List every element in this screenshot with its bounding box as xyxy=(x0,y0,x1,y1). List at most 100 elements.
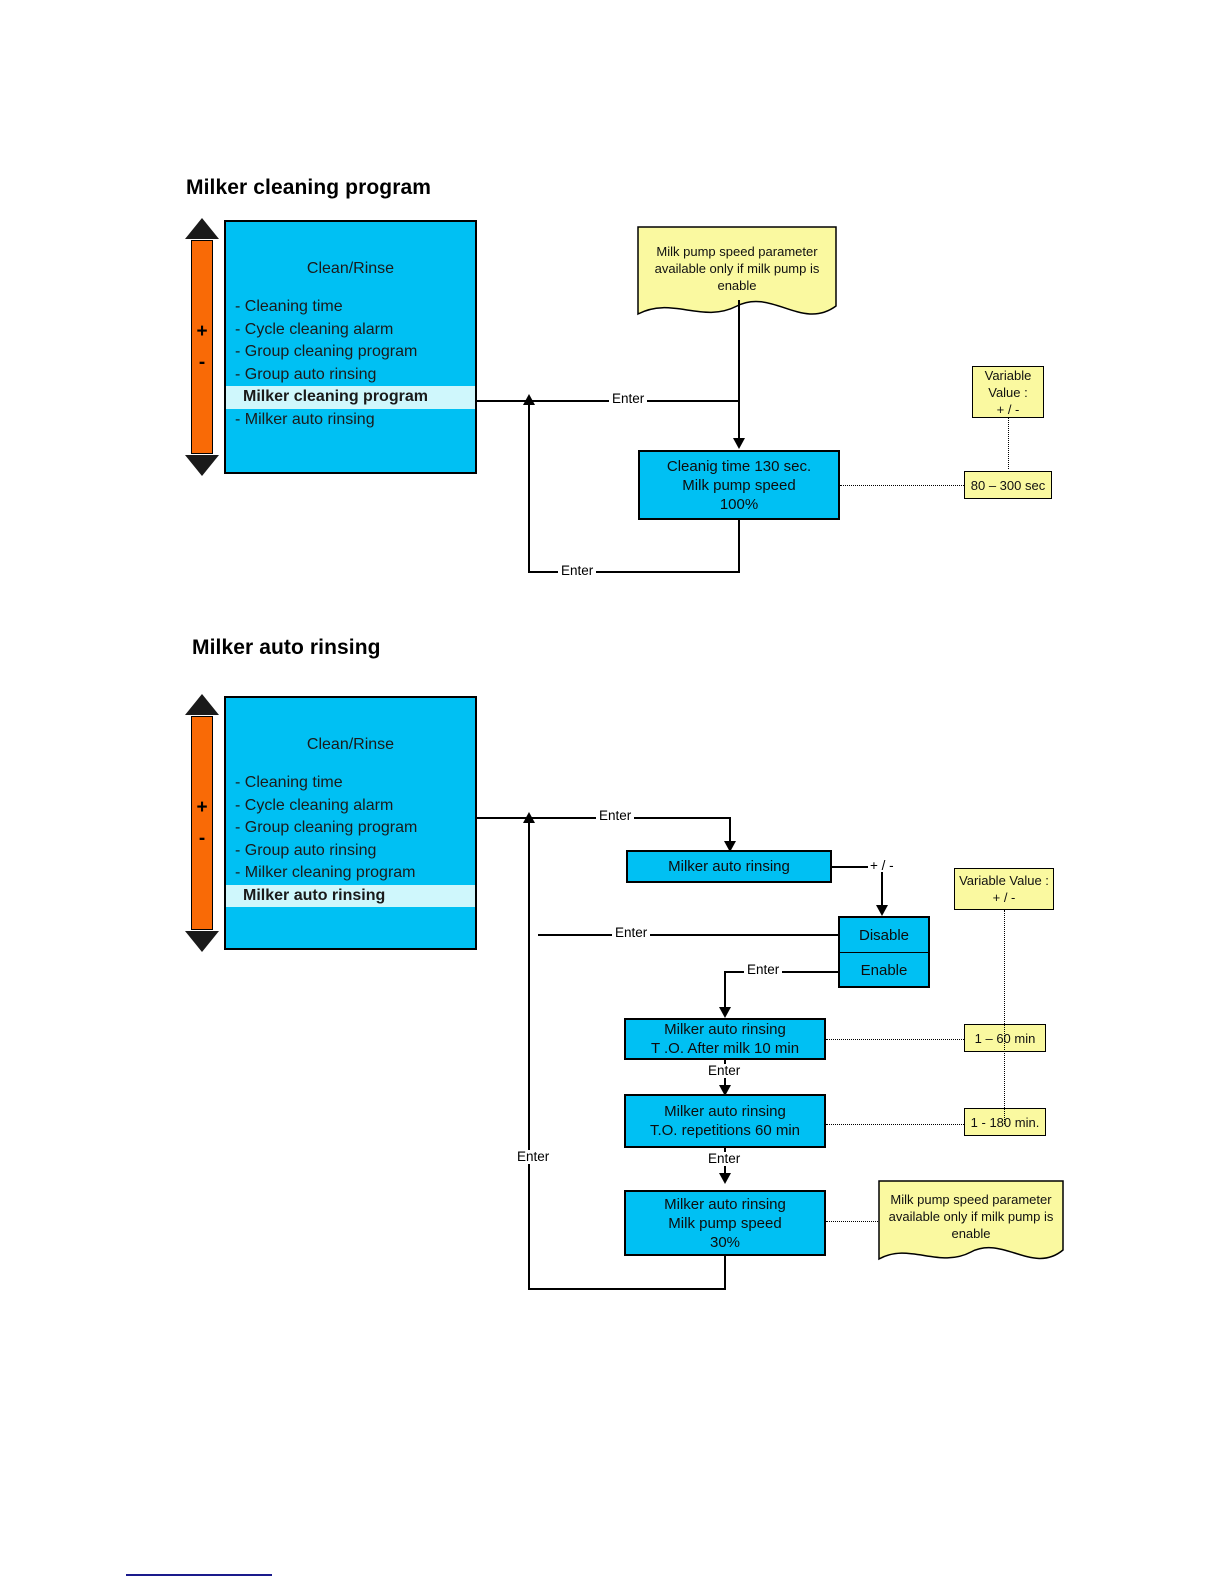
connector-pm-to-options xyxy=(881,872,883,907)
screen-box-milk-pump-speed[interactable]: Milker auto rinsing Milk pump speed 30% xyxy=(624,1190,826,1256)
range-box-repetitions: 1 - 180 min. xyxy=(964,1108,1046,1136)
range-label: 80 – 300 sec xyxy=(970,477,1046,493)
lcd-menu-section2[interactable]: Clean/Rinse - Cleaning time - Cycle clea… xyxy=(224,696,477,950)
menu-item-group-cleaning-program[interactable]: - Group cleaning program xyxy=(235,819,418,836)
menu-item-milker-auto-rinsing[interactable]: - Milker auto rinsing xyxy=(235,410,375,428)
section-title-milker-cleaning-program: Milker cleaning program xyxy=(186,176,432,199)
screen-box-to-repetitions[interactable]: Milker auto rinsing T.O. repetitions 60 … xyxy=(624,1094,826,1148)
connector-step1-to-range xyxy=(826,1039,966,1040)
triangle-up-icon[interactable] xyxy=(185,694,219,715)
menu-item-group-auto-rinsing[interactable]: - Group auto rinsing xyxy=(235,841,377,859)
edge-label-enter-step1: Enter xyxy=(705,1064,744,1078)
screen-box-milker-auto-rinsing[interactable]: Milker auto rinsing xyxy=(626,850,832,883)
edge-label-enter-disable: Enter xyxy=(612,926,651,940)
connector-disable-to-spine xyxy=(538,934,839,936)
connector-variable-to-ranges-2 xyxy=(1004,910,1005,1124)
menu-item-milker-auto-rinsing[interactable]: Milker auto rinsing xyxy=(226,884,475,907)
connector-return-horizontal xyxy=(528,571,740,573)
screen-box-to-after-milk[interactable]: Milker auto rinsing T .O. After milk 10 … xyxy=(624,1018,826,1060)
connector-step3-to-note xyxy=(826,1221,880,1222)
connector-menu-to-screen xyxy=(477,400,739,402)
edge-label-enter-back: Enter xyxy=(558,564,597,578)
edge-label-enter-enable: Enter xyxy=(744,963,783,977)
note-line-2: available only if milk pump is xyxy=(654,261,820,276)
edge-label-enter-top: Enter xyxy=(596,809,635,823)
option-enable[interactable]: Enable xyxy=(860,961,908,979)
note-line-3: enable xyxy=(951,1226,991,1241)
arrowhead-step1 xyxy=(719,1007,731,1018)
connector-note-to-screen xyxy=(738,300,740,440)
menu-item-cleaning-time[interactable]: - Cleaning time xyxy=(235,298,343,315)
pm-label: + / - xyxy=(870,858,894,873)
screen1-line-2: T .O. After milk 10 min xyxy=(650,1040,800,1057)
lcd-title: Clean/Rinse xyxy=(306,260,395,277)
screen3-line-2: Milk pump speed xyxy=(668,1214,782,1232)
connector-screen-to-pm xyxy=(832,866,868,868)
menu-item-group-cleaning-program[interactable]: - Group cleaning program xyxy=(235,343,418,360)
edge-label-enter-back-2: Enter xyxy=(514,1150,553,1164)
scrollbar-section1[interactable]: + - xyxy=(184,218,220,476)
arrowhead-return xyxy=(523,394,535,405)
range-label: 1 - 180 min. xyxy=(970,1114,1040,1130)
screen2-line-1: Milker auto rinsing xyxy=(664,1103,786,1120)
menu-item-milker-cleaning-program[interactable]: Milker cleaning program xyxy=(226,386,475,409)
minus-sign-label: - xyxy=(198,352,206,373)
note-milk-pump-speed-section1: Milk pump speed parameter available only… xyxy=(637,226,837,322)
footnote-separator xyxy=(126,1574,272,1576)
note-line-1: Milk pump speed parameter xyxy=(656,244,818,259)
screen-line-2: Milk pump speed xyxy=(682,476,796,494)
note-line-2: available only if milk pump is xyxy=(888,1209,1054,1224)
note-line-1: Milk pump speed parameter xyxy=(890,1192,1052,1207)
section-title-milker-auto-rinsing: Milker auto rinsing xyxy=(192,636,381,659)
arrowhead-options xyxy=(876,905,888,916)
plus-sign-label: + xyxy=(196,321,208,342)
arrowhead-to-screen xyxy=(733,438,745,449)
screen1-line-1: Milker auto rinsing xyxy=(664,1021,786,1038)
minus-sign-label: - xyxy=(198,828,206,849)
menu-item-group-auto-rinsing[interactable]: - Group auto rinsing xyxy=(235,365,377,383)
lcd-menu-section1[interactable]: Clean/Rinse - Cleaning time - Cycle clea… xyxy=(224,220,477,474)
variable-note-line-1: Variable xyxy=(984,367,1032,383)
scrollbar-section2[interactable]: + - xyxy=(184,694,220,952)
note-line-3: enable xyxy=(717,278,757,293)
menu-item-milker-cleaning-program[interactable]: - Milker cleaning program xyxy=(235,864,416,881)
screen-title-label: Milker auto rinsing xyxy=(668,858,790,875)
connector-screen-to-range xyxy=(840,485,964,486)
lcd-title: Clean/Rinse xyxy=(306,736,395,753)
triangle-down-icon[interactable] xyxy=(185,931,219,952)
option-group-disable-enable[interactable]: Disable Enable xyxy=(838,916,930,988)
screen-line-3: 100% xyxy=(719,495,759,513)
connector-step2-to-range xyxy=(826,1124,966,1125)
arrowhead-return-2 xyxy=(523,812,535,823)
connector-screen-down xyxy=(738,520,740,572)
plus-sign-label: + xyxy=(196,797,208,818)
connector-return-horizontal-2 xyxy=(528,1288,726,1290)
note-milk-pump-speed-section2: Milk pump speed parameter available only… xyxy=(878,1180,1064,1266)
connector-step3-down xyxy=(724,1256,726,1289)
variable-note-line-3: + / - xyxy=(996,401,1020,417)
triangle-down-icon[interactable] xyxy=(185,455,219,476)
variable-note-line-2: + / - xyxy=(992,890,1016,905)
menu-item-cycle-cleaning-alarm[interactable]: - Cycle cleaning alarm xyxy=(235,320,394,338)
range-box-section1: 80 – 300 sec xyxy=(964,471,1052,499)
option-disable[interactable]: Disable xyxy=(840,918,928,953)
connector-return-vertical-2 xyxy=(528,822,530,1289)
menu-item-cycle-cleaning-alarm[interactable]: - Cycle cleaning alarm xyxy=(235,796,394,814)
scroll-track-section2[interactable]: + - xyxy=(191,716,213,930)
range-box-after-milk: 1 – 60 min xyxy=(964,1024,1046,1052)
triangle-up-icon[interactable] xyxy=(185,218,219,239)
screen2-line-2: T.O. repetitions 60 min xyxy=(649,1122,801,1139)
connector-down-to-screen-top xyxy=(729,817,731,843)
connector-variable-to-range xyxy=(1008,418,1009,469)
arrowhead-step3 xyxy=(719,1173,731,1184)
arrowhead-screen-top xyxy=(724,841,736,852)
screen-box-cleaning-time[interactable]: Cleanig time 130 sec. Milk pump speed 10… xyxy=(638,450,840,520)
scroll-track-section1[interactable]: + - xyxy=(191,240,213,454)
menu-item-cleaning-time[interactable]: - Cleaning time xyxy=(235,774,343,791)
variable-value-note-section1: Variable Value : + / - xyxy=(972,366,1044,418)
screen3-line-1: Milker auto rinsing xyxy=(664,1195,786,1213)
connector-return-vertical xyxy=(528,404,530,572)
screen-line-1: Cleanig time 130 sec. xyxy=(666,457,812,475)
screen3-line-3: 30% xyxy=(709,1233,741,1251)
